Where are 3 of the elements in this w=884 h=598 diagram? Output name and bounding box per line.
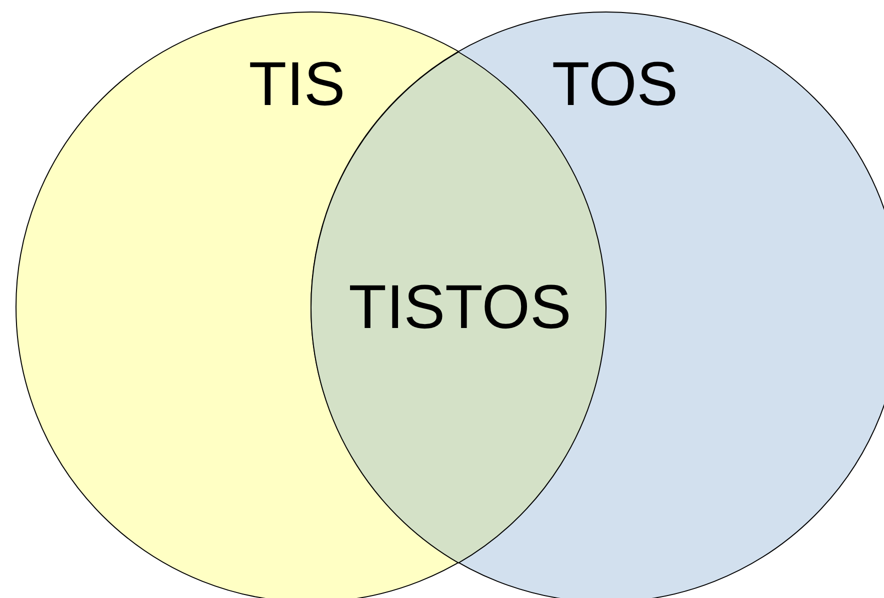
set-label: TISTOS <box>348 276 572 339</box>
set-label: TOS <box>552 54 678 116</box>
set-label: TIS <box>248 54 346 116</box>
